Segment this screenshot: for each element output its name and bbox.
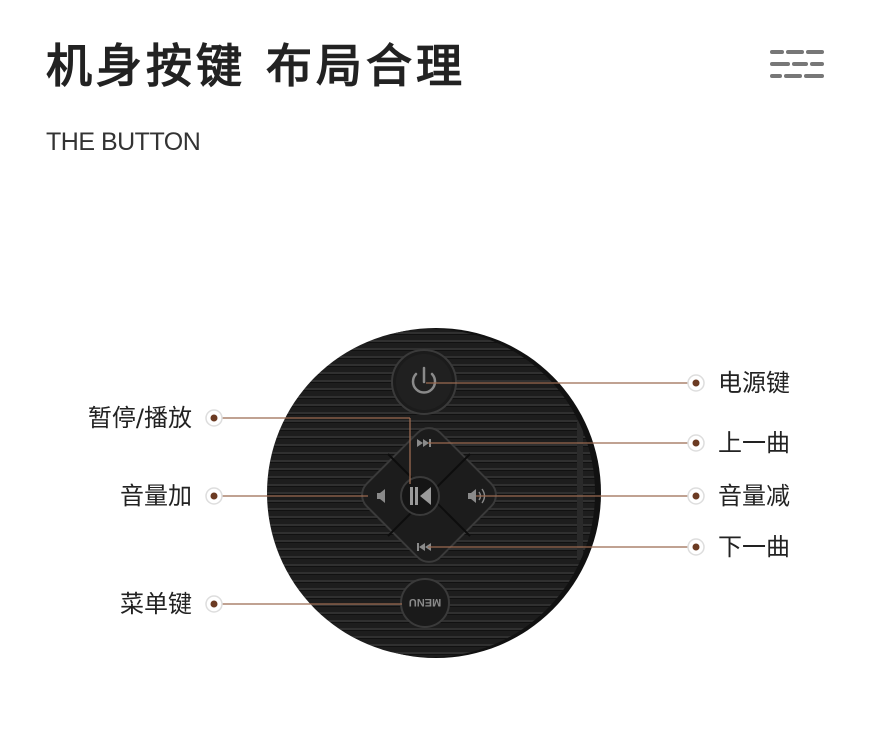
play-pause-icon [410, 487, 431, 505]
volume-up-button[interactable] [377, 489, 385, 503]
power-button[interactable] [391, 349, 457, 415]
label-power: 电源键 [718, 369, 790, 397]
label-previous: 上一曲 [718, 429, 790, 457]
label-menu-key: 菜单键 [120, 590, 192, 618]
play-pause-button[interactable] [400, 476, 440, 516]
label-volume-up: 音量加 [120, 482, 192, 510]
menu-button[interactable]: MENU [400, 578, 450, 628]
label-volume-down: 音量减 [718, 482, 790, 510]
callout-dots [205, 374, 705, 613]
stacked-lines-icon [770, 50, 824, 78]
leader-lines [222, 382, 689, 605]
power-icon [411, 366, 437, 394]
label-next: 下一曲 [718, 533, 790, 561]
menu-button-label: MENU [409, 596, 441, 608]
page-subtitle: THE BUTTON [46, 128, 201, 156]
speaker-icon [377, 489, 385, 503]
label-play-pause: 暂停/播放 [87, 404, 192, 432]
page-title: 机身按键 布局合理 [46, 39, 467, 93]
